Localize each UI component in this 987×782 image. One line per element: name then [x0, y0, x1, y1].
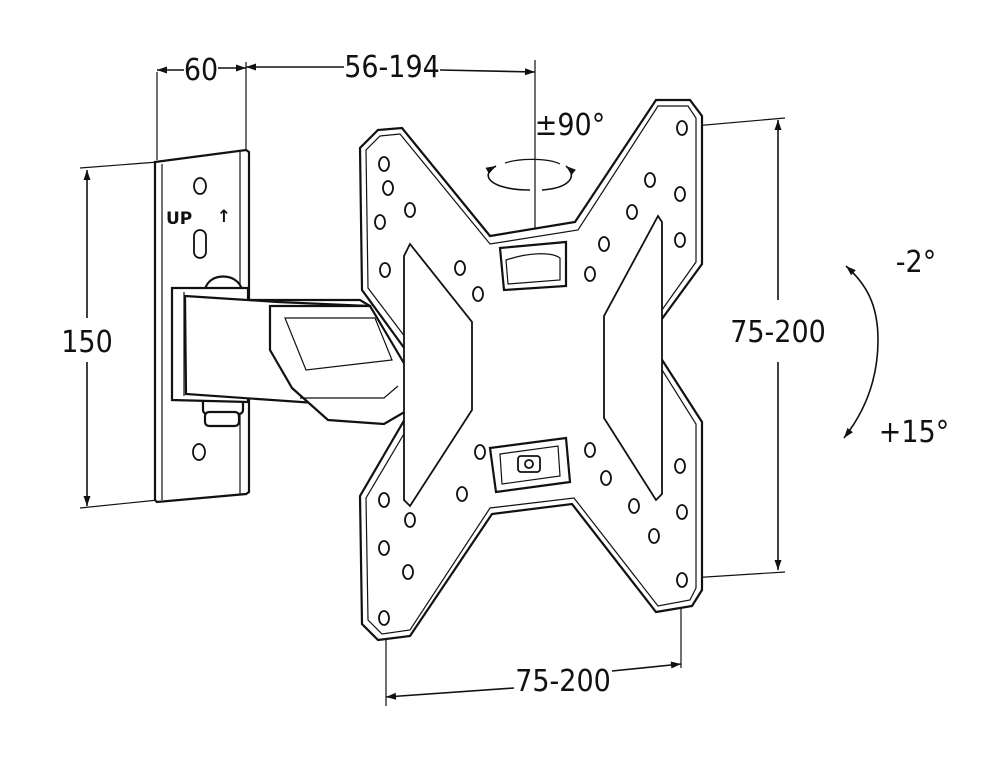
dim-label-tilt-up: -2° — [896, 245, 936, 280]
swing-arm — [170, 286, 410, 426]
dim-wall-plate-height: 150 — [61, 161, 159, 509]
dim-label-150: 150 — [61, 325, 113, 360]
dim-label-tilt-down: +15° — [879, 415, 949, 450]
wall-plate-slot — [193, 229, 207, 259]
dim-vesa-vertical: 75-200 — [689, 117, 826, 579]
dim-label-vesa-horizontal: 75-200 — [515, 664, 611, 699]
dim-label-60: 60 — [184, 53, 218, 88]
dim-wall-plate-depth: 60 — [156, 53, 247, 160]
vesa-slot-right — [603, 214, 663, 502]
up-arrow-icon: ↑ — [217, 207, 231, 227]
up-label: UP — [166, 209, 192, 229]
dim-tilt: -2° +15° — [843, 245, 949, 450]
vesa-plate — [358, 98, 704, 642]
wall-plate-hole-bottom — [192, 443, 206, 461]
top-clip — [498, 240, 568, 292]
dim-label-56-194: 56-194 — [344, 50, 440, 85]
vesa-slot-left — [403, 242, 473, 508]
wall-plate-hole-top — [193, 177, 207, 195]
dim-arm-extension: 56-194 — [246, 50, 536, 258]
vesa-mounting-holes — [374, 120, 688, 626]
dim-label-vesa-vertical: 75-200 — [730, 315, 826, 350]
dim-swivel: ±90° — [485, 108, 605, 191]
dim-label-swivel: ±90° — [535, 108, 605, 143]
dim-vesa-horizontal: 75-200 — [385, 584, 682, 706]
